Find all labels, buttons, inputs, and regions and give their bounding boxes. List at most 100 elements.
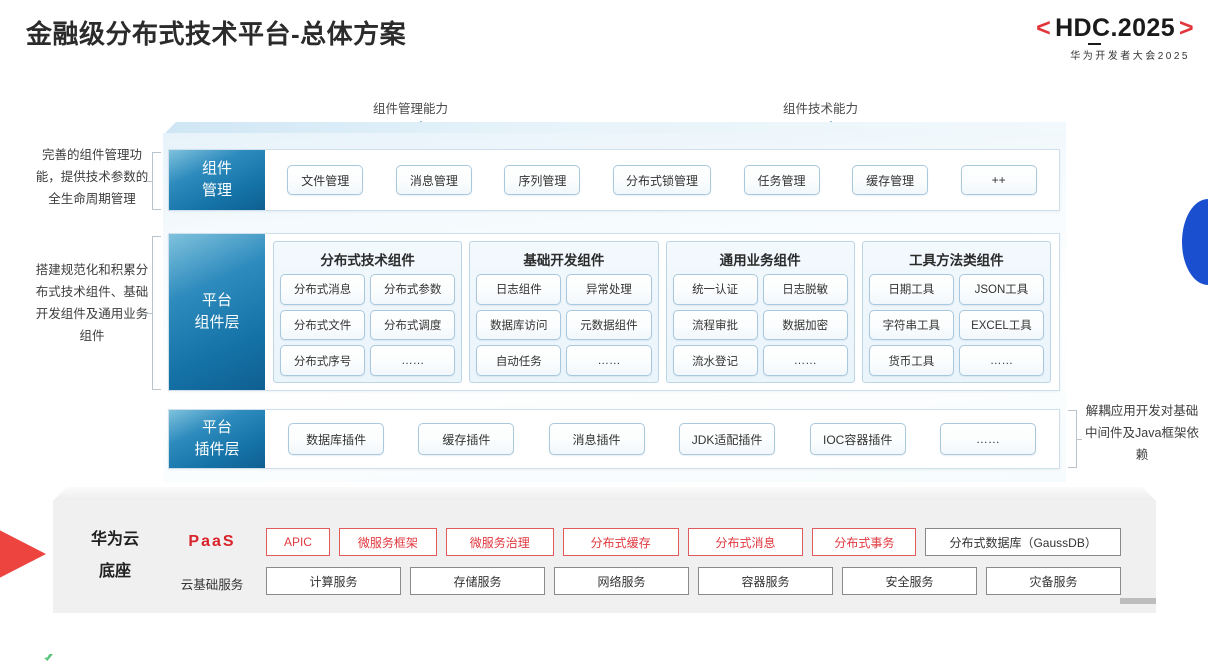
lane-cloud-boxes: 计算服务 存储服务 网络服务 容器服务 安全服务 灾备服务 <box>266 567 1121 595</box>
component-group-title: 分布式技术组件 <box>320 253 415 268</box>
green-tick-decoration <box>44 654 53 661</box>
paas-item[interactable]: 微服务治理 <box>445 528 554 556</box>
hdc-logo-year: .2025 <box>1110 14 1175 42</box>
component-item[interactable]: 分布式文件 <box>280 309 366 341</box>
angle-bracket-left-icon: < <box>1036 14 1052 42</box>
bracket-component-layer <box>147 236 161 390</box>
row-body-component-management: 文件管理 消息管理 序列管理 分布式锁管理 任务管理 缓存管理 ++ <box>265 150 1059 210</box>
arrow-label-component-management: 组件管理能力 <box>373 102 449 116</box>
component-management-item[interactable]: 任务管理 <box>743 165 820 195</box>
component-item[interactable]: …… <box>958 345 1044 376</box>
base-title: 华为云 底座 <box>72 524 158 588</box>
plugin-item[interactable]: 消息插件 <box>548 423 645 455</box>
paas-item[interactable]: 分布式缓存 <box>562 528 679 556</box>
component-management-item[interactable]: 分布式锁管理 <box>612 165 711 195</box>
cloud-service-item[interactable]: 容器服务 <box>698 567 833 595</box>
component-group-grid: 日期工具 JSON工具 字符串工具 EXCEL工具 货币工具 …… <box>868 274 1044 376</box>
component-item[interactable]: …… <box>566 345 652 376</box>
right-note-plugin-layer: 解耦应用开发对基础中间件及Java框架依赖 <box>1085 404 1199 462</box>
component-group-title: 通用业务组件 <box>719 253 801 268</box>
component-group-common-business: 通用业务组件 统一认证 日志脱敏 流程审批 数据加密 流水登记 …… <box>665 241 855 383</box>
row-platform-component-layer: 平台 组件层 分布式技术组件 分布式消息 分布式参数 分布式文件 分布式调度 分… <box>168 233 1060 391</box>
lane-label-cloud-services: 云基础服务 <box>180 578 244 592</box>
plugin-item[interactable]: 缓存插件 <box>418 423 515 455</box>
plugin-item[interactable]: IOC容器插件 <box>809 423 906 455</box>
component-item[interactable]: …… <box>370 345 456 376</box>
hdc-logo-letters: HDC <box>1055 14 1111 42</box>
angle-bracket-right-icon: > <box>1179 14 1194 42</box>
base-title-line2: 底座 <box>98 563 131 580</box>
base-title-line1: 华为云 <box>90 531 139 548</box>
component-group-distributed-tech: 分布式技术组件 分布式消息 分布式参数 分布式文件 分布式调度 分布式序号 …… <box>273 241 463 383</box>
component-management-item[interactable]: ++ <box>960 165 1037 195</box>
paas-item-gaussdb[interactable]: 分布式数据库（GaussDB） <box>925 528 1122 556</box>
component-group-grid: 分布式消息 分布式参数 分布式文件 分布式调度 分布式序号 …… <box>280 274 456 376</box>
row-label-line2: 插件层 <box>194 441 240 458</box>
hdc-logo-word: HDC.2025 <box>1055 14 1175 45</box>
hdc-logo-main: < HDC.2025 > <box>964 14 1194 45</box>
component-item[interactable]: 日志脱敏 <box>762 274 848 305</box>
plugin-item[interactable]: JDK适配插件 <box>678 423 776 455</box>
row-platform-plugin-layer: 平台 插件层 数据库插件 缓存插件 消息插件 JDK适配插件 IOC容器插件 …… <box>168 409 1060 469</box>
row-label-line2: 管理 <box>201 182 232 199</box>
paas-item[interactable]: 微服务框架 <box>338 528 437 556</box>
component-item[interactable]: JSON工具 <box>958 274 1044 305</box>
component-item[interactable]: 分布式序号 <box>280 345 366 376</box>
component-management-item[interactable]: 序列管理 <box>504 165 581 195</box>
component-item[interactable]: 日志组件 <box>476 274 562 305</box>
component-group-grid: 日志组件 异常处理 数据库访问 元数据组件 自动任务 …… <box>476 274 652 376</box>
row-body-platform-plugin-layer: 数据库插件 缓存插件 消息插件 JDK适配插件 IOC容器插件 …… <box>265 410 1059 468</box>
left-note-component-layer: 搭建规范化和积累分布式技术组件、基础开发组件及通用业务组件 <box>35 263 149 343</box>
component-item[interactable]: 分布式参数 <box>370 274 456 305</box>
component-item[interactable]: 日期工具 <box>868 274 954 305</box>
component-group-tool-methods: 工具方法类组件 日期工具 JSON工具 字符串工具 EXCEL工具 货币工具 …… <box>861 241 1051 383</box>
paas-item[interactable]: 分布式消息 <box>687 528 804 556</box>
component-item[interactable]: 数据库访问 <box>476 309 562 341</box>
component-management-item[interactable]: 缓存管理 <box>852 165 929 195</box>
blue-lens-decoration <box>1182 199 1208 285</box>
upper-slab-bevel <box>163 122 1066 135</box>
bracket-component-management <box>147 152 161 210</box>
cloud-service-item[interactable]: 计算服务 <box>266 567 401 595</box>
cloud-service-item[interactable]: 存储服务 <box>410 567 545 595</box>
row-component-management: 组件 管理 文件管理 消息管理 序列管理 分布式锁管理 任务管理 缓存管理 ++ <box>168 149 1060 211</box>
row-label-line1: 平台 <box>201 292 232 310</box>
base-slab-shadow <box>1120 598 1156 604</box>
hdc-logo-subtitle: 华为开发者大会2025 <box>1070 51 1190 62</box>
row-label-line2: 组件层 <box>194 314 240 331</box>
component-item[interactable]: 流水登记 <box>672 345 758 376</box>
plugin-item[interactable]: …… <box>939 423 1036 455</box>
row-label-component-management: 组件 管理 <box>169 150 265 210</box>
component-group-title: 基础开发组件 <box>523 253 605 268</box>
row-body-platform-component-layer: 分布式技术组件 分布式消息 分布式参数 分布式文件 分布式调度 分布式序号 ……… <box>265 234 1059 390</box>
component-item[interactable]: EXCEL工具 <box>958 309 1044 341</box>
component-item[interactable]: 元数据组件 <box>566 309 652 341</box>
component-item[interactable]: 自动任务 <box>476 345 562 376</box>
cloud-service-item[interactable]: 灾备服务 <box>986 567 1121 595</box>
component-item[interactable]: 分布式消息 <box>280 274 366 305</box>
cloud-service-item[interactable]: 网络服务 <box>554 567 689 595</box>
arrow-label-component-tech: 组件技术能力 <box>783 102 859 116</box>
base-slab <box>53 500 1156 613</box>
bracket-plugin-layer <box>1068 410 1082 468</box>
component-management-item[interactable]: 文件管理 <box>287 165 364 195</box>
component-item[interactable]: 字符串工具 <box>868 309 954 341</box>
component-item[interactable]: 统一认证 <box>672 274 758 305</box>
paas-item[interactable]: 分布式事务 <box>812 528 917 556</box>
component-management-item[interactable]: 消息管理 <box>395 165 472 195</box>
page-title: 金融级分布式技术平台-总体方案 <box>26 19 407 49</box>
component-item[interactable]: 货币工具 <box>868 345 954 376</box>
paas-item[interactable]: APIC <box>266 528 330 556</box>
component-item[interactable]: 异常处理 <box>566 274 652 305</box>
component-item[interactable]: …… <box>762 345 848 376</box>
component-group-grid: 统一认证 日志脱敏 流程审批 数据加密 流水登记 …… <box>672 274 848 376</box>
component-group-title: 工具方法类组件 <box>909 253 1004 268</box>
row-label-line1: 组件 <box>201 160 232 178</box>
component-item[interactable]: 分布式调度 <box>370 309 456 341</box>
plugin-item[interactable]: 数据库插件 <box>288 423 385 455</box>
cloud-service-item[interactable]: 安全服务 <box>842 567 977 595</box>
component-item[interactable]: 流程审批 <box>672 309 758 341</box>
component-item[interactable]: 数据加密 <box>762 309 848 341</box>
hdc-logo: < HDC.2025 > 华为开发者大会2025 <box>964 14 1194 62</box>
